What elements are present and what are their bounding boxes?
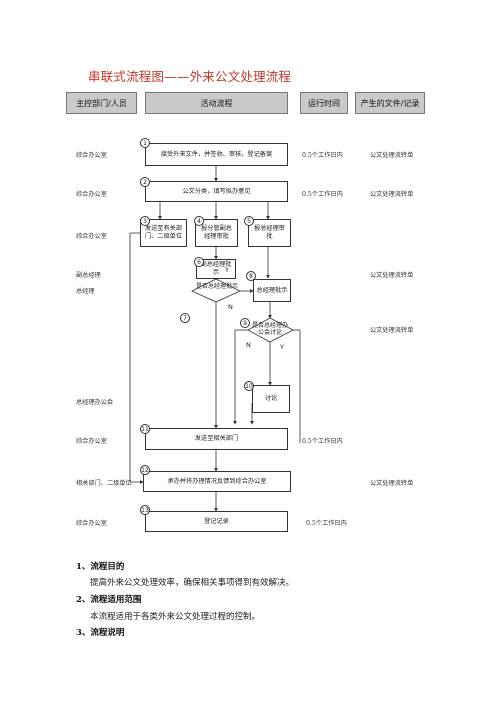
step-number: 6 xyxy=(194,257,204,267)
step-10-box: 讨论 xyxy=(252,385,290,413)
dept-label: 综合办公室 xyxy=(76,233,107,240)
dept-label: 副总经理 xyxy=(76,272,101,279)
step-11-box: 发送至相关部门 xyxy=(145,428,288,450)
header-record: 产生的文件/记录 xyxy=(355,92,425,114)
section-heading: 2、流程适用范围 xyxy=(76,595,142,605)
step-1-box: 接受外来文件，并签收、审核、登记备案 xyxy=(145,143,288,166)
step-number: 12 xyxy=(140,465,150,475)
time-label: 0.5个工作日内 xyxy=(302,152,343,159)
time-label: 0.5个工作日内 xyxy=(302,438,343,445)
step-13-box: 登记记录 xyxy=(145,511,288,532)
section-heading: 1、流程目的 xyxy=(76,562,125,572)
step-8-box: 总经理批示 xyxy=(253,279,291,302)
dept-label: 综合办公室 xyxy=(76,152,107,159)
step-number: 13 xyxy=(140,505,150,515)
dept-label: 综合办公室 xyxy=(76,520,107,527)
dept-label: 相关部门、二级单位 xyxy=(76,480,132,487)
header-dept: 主控部门/人员 xyxy=(66,92,137,114)
header-activity: 活动流程 xyxy=(145,92,288,114)
record-label: 公文处理流转单 xyxy=(370,327,414,334)
time-label: 0.5个工作日内 xyxy=(306,520,347,527)
step-number: 9 xyxy=(240,318,250,328)
no-label: N xyxy=(246,341,251,349)
step-6-box: 副总经理批示 xyxy=(196,259,236,279)
dept-label: 总经理办公会 xyxy=(76,399,114,406)
step-2-box: 公文分类，填写拟办意见 xyxy=(145,181,288,202)
no-label: N xyxy=(228,303,233,311)
step-number: 7 xyxy=(180,313,190,323)
record-label: 公文处理流转单 xyxy=(370,152,414,159)
header-time: 运行时间 xyxy=(300,92,348,114)
yes-label: Y xyxy=(280,343,284,351)
step-number: 2 xyxy=(140,177,150,187)
record-label: 公文处理流转单 xyxy=(370,480,414,487)
section-heading: 3、流程说明 xyxy=(76,628,125,638)
step-number: 8 xyxy=(246,271,256,281)
section-body: 本流程适用于各类外来公文处理过程的控制。 xyxy=(90,612,261,622)
step-7-text: 是否总经理批示 xyxy=(196,283,239,290)
record-label: 公文处理流转单 xyxy=(370,272,414,279)
dept-label: 综合办公室 xyxy=(76,191,107,198)
step-number: 5 xyxy=(244,216,254,226)
step-number: 1 xyxy=(140,138,150,148)
section-body: 提高外来公文处理效率，确保相关事项得到有效解决。 xyxy=(90,578,295,588)
step-number: 11 xyxy=(140,424,150,434)
decision-diamond-9 xyxy=(247,317,294,343)
step-number: 10 xyxy=(244,381,254,391)
yes-label: Y xyxy=(225,266,229,274)
step-12-box: 承办并将办理情况反馈到综合办公室 xyxy=(143,471,291,492)
dept-label: 综合办公室 xyxy=(76,438,107,445)
time-label: 0.5个工作日内 xyxy=(302,191,343,198)
dept-label: 总经理 xyxy=(76,288,95,295)
page-title: 串联式流程图——外来公文处理流程 xyxy=(88,69,292,84)
step-5-box: 报总经理审批 xyxy=(248,219,291,247)
step-number: 3 xyxy=(140,216,150,226)
decision-diamond-7 xyxy=(191,278,241,303)
step-number: 4 xyxy=(194,216,204,226)
record-label: 公文处理流转单 xyxy=(370,191,414,198)
step-9-text: 是否总经理办公会讨论 xyxy=(252,322,289,337)
